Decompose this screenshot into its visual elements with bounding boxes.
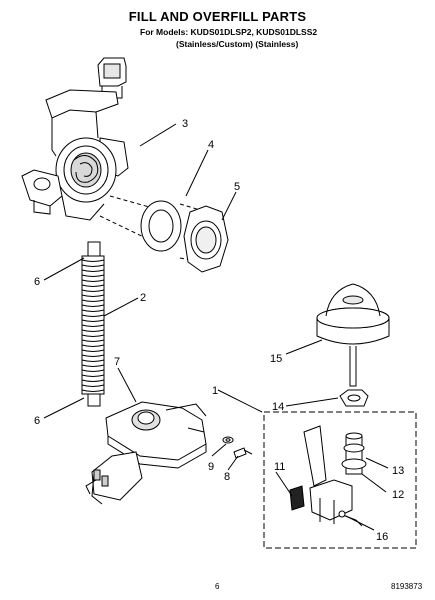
- hose-rib: [81, 269, 105, 272]
- variants-line: (Stainless/Custom) (Stainless): [176, 39, 299, 49]
- fill-funnel-part: [21, 57, 129, 221]
- hose-rib: [81, 364, 105, 367]
- hose-rib: [81, 324, 105, 327]
- callout-16: 16: [376, 531, 388, 543]
- callout-5: 5: [234, 181, 240, 193]
- callout-9: 9: [208, 461, 214, 473]
- hose-rib: [81, 299, 105, 302]
- page-number: 6: [215, 582, 220, 591]
- switch-assembly-box: [263, 411, 417, 549]
- hose-rib: [81, 374, 105, 377]
- nut-part: [183, 205, 229, 273]
- gasket-part: [140, 200, 182, 252]
- hose-part: [81, 241, 105, 407]
- callout-7: 7: [114, 356, 120, 368]
- hose-rib: [81, 369, 105, 372]
- hose-rib: [81, 334, 105, 337]
- callout-6-top: 6: [34, 276, 40, 288]
- hose-rib: [81, 339, 105, 342]
- hose-rib: [81, 279, 105, 282]
- hose-rib: [81, 294, 105, 297]
- hose-rib: [81, 379, 105, 382]
- hose-rib: [81, 314, 105, 317]
- hose-rib: [81, 309, 105, 312]
- float-nut-part: [339, 389, 369, 407]
- float-part: [316, 283, 390, 387]
- callout-1: 1: [212, 385, 218, 397]
- callout-14: 14: [272, 401, 284, 413]
- hose-rib: [81, 304, 105, 307]
- washer-part: [222, 436, 234, 444]
- hose-rib: [81, 259, 105, 262]
- inlet-valve-part: [85, 401, 207, 505]
- callout-11: 11: [274, 461, 285, 473]
- hose-rib: [81, 284, 105, 287]
- callout-8: 8: [224, 471, 230, 483]
- callout-4: 4: [208, 139, 214, 151]
- hose-rib: [81, 289, 105, 292]
- hose-rib: [81, 354, 105, 357]
- hose-rib: [81, 359, 105, 362]
- hose-rib: [81, 384, 105, 387]
- hose-rib: [81, 344, 105, 347]
- part-number: 8193873: [391, 582, 423, 591]
- hose-rib: [81, 319, 105, 322]
- float-switch-part: [289, 425, 367, 527]
- callout-12: 12: [392, 489, 404, 501]
- callout-15: 15: [270, 353, 282, 365]
- callout-6-bottom: 6: [34, 415, 40, 427]
- page-title: FILL AND OVERFILL PARTS: [128, 9, 307, 24]
- callout-3: 3: [182, 118, 188, 130]
- hose-rib: [81, 274, 105, 277]
- callout-2: 2: [140, 292, 146, 304]
- callout-13: 13: [392, 465, 404, 477]
- screw-part: [233, 447, 253, 459]
- hose-rib: [81, 349, 105, 352]
- hose-rib: [81, 329, 105, 332]
- hose-rib: [81, 389, 105, 392]
- models-line: For Models: KUDS01DLSP2, KUDS01DLSS2: [140, 27, 318, 37]
- hose-rib: [81, 264, 105, 267]
